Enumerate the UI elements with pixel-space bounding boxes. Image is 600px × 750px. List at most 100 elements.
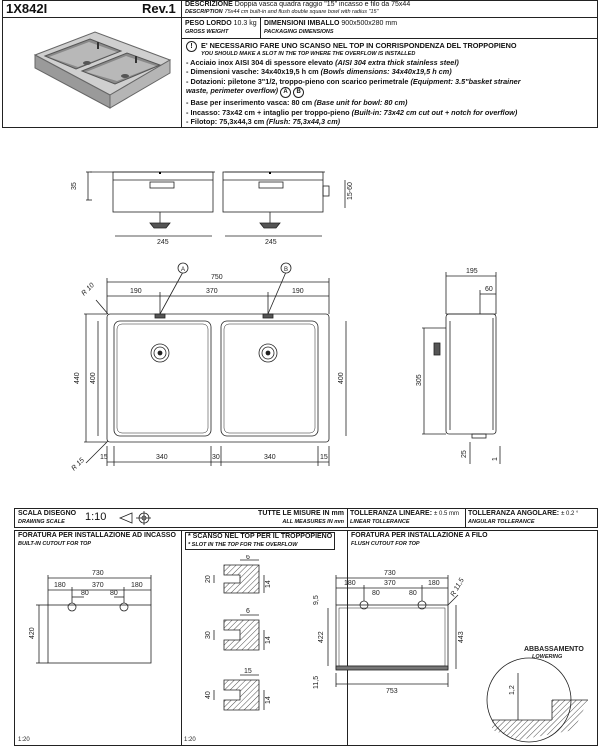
marker-a-label: A (181, 267, 185, 273)
flush-80b: 80 (409, 590, 417, 597)
slot-14a: 14 (265, 580, 272, 588)
badge-b: B (293, 87, 305, 98)
note-equipment-en-2: waste, perimeter overflow) (186, 86, 279, 95)
side-view (422, 272, 501, 464)
divider (347, 530, 348, 746)
note-material-en: (AISI 304 extra thick stainless steel) (335, 57, 459, 67)
badge-a: A (280, 87, 292, 98)
angular-tolerance-en: ANGULAR TOLLERANCE (468, 519, 535, 525)
builtin-180a: 180 (54, 582, 66, 589)
dim-30: 30 (212, 454, 220, 461)
description-text: Doppia vasca quadra raggio "15" incasso … (234, 1, 411, 8)
dim-400a: 400 (90, 372, 97, 384)
warning-text-en: YOU SHOULD MAKE A SLOT IN THE TOP WHERE … (201, 50, 416, 57)
plan-view (84, 271, 347, 466)
front-view (86, 171, 346, 237)
weight-box: PESO LORDO 10.3 kg GROSS WEIGHT (185, 20, 257, 36)
builtin-title: FORATURA PER INSTALLAZIONE AD INCASSO (18, 532, 176, 539)
flush-title-box: FORATURA PER INSTALLAZIONE A FILO FLUSH … (351, 532, 488, 548)
flush-80a: 80 (372, 590, 380, 597)
flush-title-en: FLUSH CUTOUT FOR TOP (351, 541, 420, 547)
note-base: - Base per inserimento vasca: 80 cm (186, 98, 313, 107)
builtin-cutout (36, 575, 152, 664)
scale-value: 1:10 (85, 511, 107, 523)
packaging-label-en: PACKAGING DIMENSIONS (264, 29, 334, 35)
marker-b-label: B (284, 267, 288, 273)
units-box: TUTTE LE MISURE IN mm ALL MEASURES IN mm (258, 510, 344, 526)
weight-label: PESO LORDO (185, 20, 232, 27)
slot-details (213, 559, 265, 711)
dim-190a: 190 (130, 288, 142, 295)
slot-40: 40 (205, 691, 212, 699)
slot-6b: 6 (246, 608, 250, 615)
slot-14b: 14 (265, 636, 272, 644)
flush-730: 730 (384, 570, 396, 577)
divider (347, 508, 348, 528)
description-row: DESCRIZIONE Doppia vasca quadra raggio "… (185, 1, 410, 9)
divider (260, 17, 261, 38)
scale-label-en: DRAWING SCALE (18, 519, 65, 525)
description-label: DESCRIZIONE (185, 1, 233, 8)
slot-scale: 1:20 (184, 737, 196, 743)
linear-tolerance-box: TOLLERANZA LINEARE: ± 0.5 mm LINEAR TOLL… (350, 510, 459, 526)
product-code: 1X842I (6, 1, 48, 16)
description-label-en: DESCRIPTION (185, 9, 223, 15)
slot-30: 30 (205, 631, 212, 639)
slot-title-box: * SCANSO NEL TOP PER IL TROPPOPIENO * SL… (185, 532, 336, 550)
flush-cutout (327, 575, 459, 687)
dim-340a: 340 (156, 454, 168, 461)
marker-b (280, 262, 292, 274)
builtin-title-box: FORATURA PER INSTALLAZIONE AD INCASSO BU… (18, 532, 176, 548)
dim-400b: 400 (338, 372, 345, 384)
dim-750: 750 (211, 274, 223, 281)
cutout-drawings: 730 180 370 180 80 80 420 1:20 20 6 14 3… (18, 555, 588, 743)
divider (181, 38, 598, 39)
note-builtin: - Incasso: 73x42 cm + intaglio per tropp… (186, 107, 350, 117)
flush-115: 11,5 (313, 676, 320, 689)
units-label-en: ALL MEASURES IN mm (282, 519, 344, 525)
scale-box: SCALA DISEGNO DRAWING SCALE (18, 510, 76, 526)
flush-180b: 180 (428, 580, 440, 587)
builtin-730: 730 (92, 570, 104, 577)
flush-95: 9,5 (313, 595, 320, 605)
note-bowl-dims-en: (Bowls dimensions: 34x40x19,5 h cm) (320, 67, 452, 76)
product-image (33, 31, 172, 109)
divider (2, 17, 598, 18)
lowering-detail (486, 657, 588, 743)
flush-753: 753 (386, 688, 398, 695)
units-label: TUTTE LE MISURE IN mm (258, 510, 344, 517)
dim-1: 1 (492, 457, 499, 461)
builtin-scale: 1:20 (18, 737, 30, 743)
description-text-en: 75x44 cm built-in and flush double squar… (224, 9, 379, 15)
scale-label: SCALA DISEGNO (18, 510, 77, 517)
marker-a (177, 262, 189, 274)
note-equipment-en: (Equipment: 3.5"basket strainer (410, 76, 521, 86)
slot-6a: 6 (246, 555, 250, 561)
angular-tolerance-box: TOLLERANZA ANGOLARE: ± 0.2 ° ANGULAR TOL… (468, 510, 578, 526)
weight-value: 10.3 kg (233, 20, 257, 27)
angular-tolerance-value: ± 0.2 ° (561, 511, 579, 517)
builtin-80b: 80 (110, 590, 118, 597)
flush-title: FORATURA PER INSTALLAZIONE A FILO (351, 532, 488, 539)
technical-drawing: 35 245 245 15-60 (70, 171, 501, 472)
dim-15-60: 15-60 (347, 182, 354, 200)
notes-block: ! E' NECESSARIO FARE UNO SCANSO NEL TOP … (186, 41, 596, 127)
dim-35: 35 (71, 182, 78, 190)
header-frame (2, 0, 598, 128)
slot-title-en: * SLOT IN THE TOP FOR THE OVERFLOW (188, 542, 298, 548)
slot-15: 15 (244, 668, 252, 675)
builtin-title-en: BUILT-IN CUTOUT FOR TOP (18, 541, 92, 547)
linear-tolerance-value: ± 0.5 mm (434, 511, 459, 517)
builtin-180b: 180 (131, 582, 143, 589)
dim-370: 370 (206, 288, 218, 295)
slot-20: 20 (205, 575, 212, 583)
warning-icon: ! (186, 41, 197, 52)
note-bowl-dims: - Dimensioni vasche: 34x40x19,5 h cm (186, 67, 319, 76)
dim-195: 195 (466, 268, 478, 275)
builtin-370: 370 (92, 582, 104, 589)
angular-tolerance-label: TOLLERANZA ANGOLARE: (468, 510, 560, 517)
note-flush-en: (Flush: 75,3x44,3 cm) (266, 117, 341, 126)
note-flush: - Filotop: 75,3x44,3 cm (186, 117, 265, 126)
bottom-frame (14, 530, 598, 746)
revision: Rev.1 (142, 1, 176, 16)
